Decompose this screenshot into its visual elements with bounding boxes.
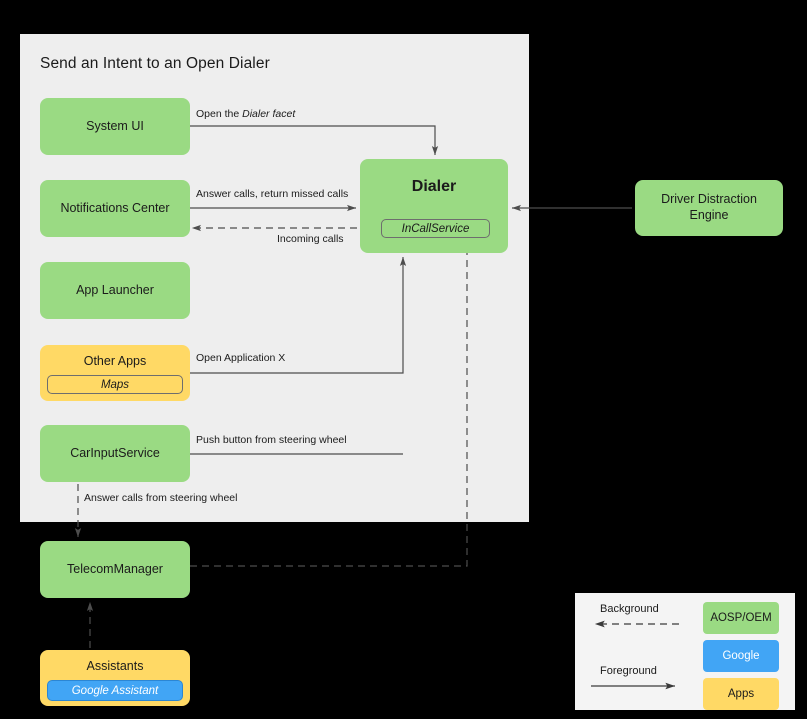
node-assistants-label: Assistants xyxy=(86,659,144,673)
node-other-apps-label: Other Apps xyxy=(83,354,147,368)
node-assistants[interactable]: Assistants Google Assistant xyxy=(40,650,190,706)
edge-label-open-dialer-facet: Open the Dialer facet xyxy=(196,108,295,120)
legend: Background Foreground AOSP/OEM Google Ap… xyxy=(575,593,795,710)
node-driver-distraction-engine-label-line1: Driver Distraction xyxy=(661,192,757,207)
node-system-ui[interactable]: System UI xyxy=(40,98,190,155)
legend-background-label: Background xyxy=(600,603,659,615)
edge-label-incoming-calls: Incoming calls xyxy=(277,233,344,245)
legend-foreground-label: Foreground xyxy=(600,665,657,677)
edge-label-answer-from-wheel: Answer calls from steering wheel xyxy=(84,492,238,504)
node-system-ui-label: System UI xyxy=(86,118,144,133)
node-notifications-center[interactable]: Notifications Center xyxy=(40,180,190,237)
node-dialer[interactable]: Dialer InCallService xyxy=(360,159,508,253)
legend-swatch-aosp-oem-label: AOSP/OEM xyxy=(710,612,772,624)
node-driver-distraction-engine-label-line2: Engine xyxy=(689,208,729,222)
node-telecom-manager-label: TelecomManager xyxy=(67,561,163,576)
edge-label-answer-calls: Answer calls, return missed calls xyxy=(196,188,349,200)
node-other-apps[interactable]: Other Apps Maps xyxy=(40,345,190,401)
node-dialer-label: Dialer xyxy=(411,178,457,195)
node-car-input-service[interactable]: CarInputService xyxy=(40,425,190,482)
legend-swatch-apps: Apps xyxy=(703,678,779,710)
legend-swatch-apps-label: Apps xyxy=(727,688,755,700)
node-dialer-sub-incallservice[interactable]: InCallService xyxy=(381,219,490,238)
node-notifications-center-label: Notifications Center xyxy=(60,200,170,215)
node-car-input-service-label: CarInputService xyxy=(70,445,160,460)
edge-label-open-dialer-facet-prefix: Open the xyxy=(196,108,243,120)
edge-label-open-application-x: Open Application X xyxy=(196,352,286,364)
node-telecom-manager[interactable]: TelecomManager xyxy=(40,541,190,598)
node-assistants-sub-google-assistant-label: Google Assistant xyxy=(71,684,159,697)
edge-label-open-dialer-facet-italic: Dialer facet xyxy=(242,108,296,120)
node-assistants-sub-google-assistant[interactable]: Google Assistant xyxy=(47,680,183,701)
legend-swatch-google: Google xyxy=(703,640,779,672)
node-driver-distraction-engine[interactable]: Driver Distraction Engine xyxy=(635,180,783,236)
node-other-apps-sub-maps-label: Maps xyxy=(100,378,130,391)
node-dialer-sub-incallservice-label: InCallService xyxy=(401,222,470,235)
legend-swatch-aosp-oem: AOSP/OEM xyxy=(703,602,779,634)
legend-arrow-layer xyxy=(591,620,679,690)
node-app-launcher-label: App Launcher xyxy=(76,282,154,297)
node-app-launcher[interactable]: App Launcher xyxy=(40,262,190,319)
page-title: Send an Intent to an Open Dialer xyxy=(40,55,270,72)
edge-label-push-button: Push button from steering wheel xyxy=(196,434,347,446)
legend-swatch-google-label: Google xyxy=(722,650,760,662)
node-other-apps-sub-maps[interactable]: Maps xyxy=(47,375,183,394)
